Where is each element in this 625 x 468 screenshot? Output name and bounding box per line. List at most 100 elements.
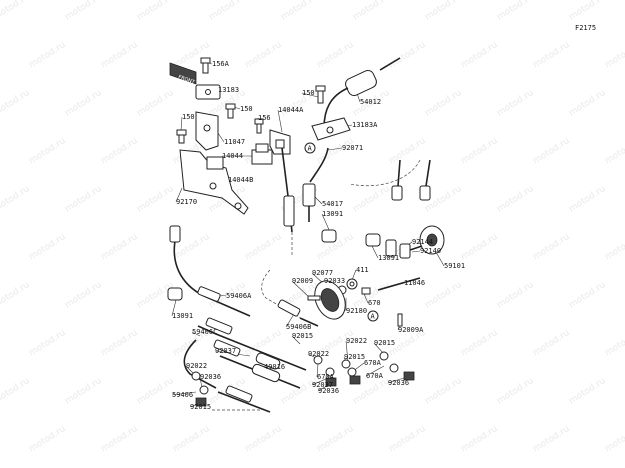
- part-number-label: 411: [356, 266, 369, 274]
- leader-line: [345, 340, 349, 363]
- watermark-text: motod.ru: [351, 0, 391, 23]
- leader-line: [365, 365, 385, 377]
- watermark-text: motod.ru: [171, 424, 211, 454]
- watermark-text: motod.ru: [0, 184, 32, 214]
- bracket-11047: [195, 111, 219, 151]
- watermark-text: motod.ru: [99, 136, 139, 166]
- watermark-text: motod.ru: [459, 40, 499, 70]
- watermark-text: motod.ru: [495, 376, 535, 406]
- watermark-text: motod.ru: [495, 184, 535, 214]
- watermark-text: motod.ru: [603, 136, 625, 166]
- part-number-label: 92037: [215, 347, 236, 355]
- watermark-text: motod.ru: [63, 0, 103, 23]
- watermark-text: motod.ru: [315, 40, 355, 70]
- watermark-text: motod.ru: [135, 88, 175, 118]
- part-number-label: 92015: [344, 353, 365, 361]
- part-number-label: 670: [368, 299, 381, 307]
- callout-a-upper-label: A: [308, 145, 313, 153]
- cable-54017: [302, 147, 431, 222]
- part-number-label: 59101: [444, 262, 465, 270]
- leader-line: [327, 147, 343, 151]
- leader-line: [311, 377, 329, 386]
- nut-stack-left: [191, 371, 209, 407]
- leader-line: [411, 250, 421, 253]
- part-number-label: 92071: [342, 144, 363, 152]
- part-number-label: 670A: [366, 372, 384, 380]
- watermark-text: motod.ru: [423, 376, 463, 406]
- part-number-label: 54012: [360, 98, 381, 106]
- leader-line: [175, 187, 183, 203]
- watermark-text: motod.ru: [387, 424, 427, 454]
- part-number-label: 150: [240, 105, 253, 113]
- watermark-text: motod.ru: [0, 280, 32, 310]
- bolt-156a: [200, 57, 211, 74]
- watermark-text: motod.ru: [531, 424, 571, 454]
- watermark-text: motod.ru: [423, 0, 463, 23]
- watermark-text: motod.ru: [99, 40, 139, 70]
- cable-main: [281, 147, 295, 256]
- watermark-text: motod.ru: [135, 0, 175, 23]
- part-number-label: 11046: [404, 279, 425, 287]
- part-number-label: 59406B: [286, 323, 311, 331]
- watermark-text: motod.ru: [459, 232, 499, 262]
- watermark-text: motod.ru: [531, 328, 571, 358]
- watermark-text: motod.ru: [459, 328, 499, 358]
- part-number-label: 92022: [186, 362, 207, 370]
- part-number-label: 92015: [292, 332, 313, 340]
- front-marker: FRONT: [169, 62, 197, 86]
- callout-a-lower-label: A: [371, 313, 376, 321]
- part-number-label: 14044A: [278, 106, 304, 114]
- leader-line: [291, 335, 301, 345]
- bolt-92009: [307, 295, 321, 301]
- watermark-text: motod.ru: [495, 280, 535, 310]
- front-marker-label: FRONT: [177, 74, 196, 86]
- bolt-150-a: [225, 103, 236, 119]
- leader-line: [351, 269, 357, 281]
- watermark-text: motod.ru: [279, 0, 319, 23]
- leader-line: [363, 293, 369, 304]
- bracket-13183: [195, 84, 221, 100]
- part-number-label: 92180: [346, 307, 367, 315]
- part-number-label: 150: [182, 113, 195, 121]
- part-number-label: 13091: [172, 312, 193, 320]
- pulley-assembly: [385, 225, 445, 259]
- watermark-text: motod.ru: [531, 136, 571, 166]
- watermark-text: motod.ru: [567, 0, 607, 23]
- watermark-text: motod.ru: [459, 136, 499, 166]
- watermark-text: motod.ru: [99, 424, 139, 454]
- part-number-label: 670A: [364, 359, 382, 367]
- watermark-text: motod.ru: [63, 376, 103, 406]
- part-number-label: 92015: [374, 339, 395, 347]
- part-number-label: 59406A: [226, 292, 252, 300]
- watermark-text: motod.ru: [99, 232, 139, 262]
- grommet-13091-c: [167, 287, 183, 301]
- watermark-text: motod.ru: [63, 88, 103, 118]
- callout-a-lower: A: [367, 310, 379, 322]
- cable-59406: [212, 385, 271, 413]
- leader-line: [285, 313, 295, 328]
- part-number-label: 92144: [412, 238, 433, 246]
- part-number-label: 54017: [322, 200, 343, 208]
- watermark-text: motod.ru: [567, 184, 607, 214]
- part-number-label: 670A: [317, 373, 335, 381]
- watermark-text: motod.ru: [243, 232, 283, 262]
- leader-line: [371, 245, 379, 259]
- watermark-text: motod.ru: [27, 40, 67, 70]
- diagram-code: F2175: [575, 24, 596, 32]
- bolt-92009a: [397, 313, 403, 327]
- part-number-label: 59406: [172, 391, 193, 399]
- part-number-label: 92015: [190, 403, 211, 411]
- boot-49016: [251, 352, 281, 383]
- grommet-13091-b: [365, 233, 381, 247]
- leader-line: [191, 331, 201, 337]
- leader-line: [321, 213, 331, 233]
- watermark-text: motod.ru: [243, 40, 283, 70]
- part-number-label: 92036: [388, 379, 409, 387]
- watermark-text: motod.ru: [495, 88, 535, 118]
- part-number-label: 49016: [264, 363, 285, 371]
- leader-line: [435, 251, 445, 267]
- watermark-text: motod.ru: [99, 328, 139, 358]
- watermark-text: motod.ru: [207, 0, 247, 23]
